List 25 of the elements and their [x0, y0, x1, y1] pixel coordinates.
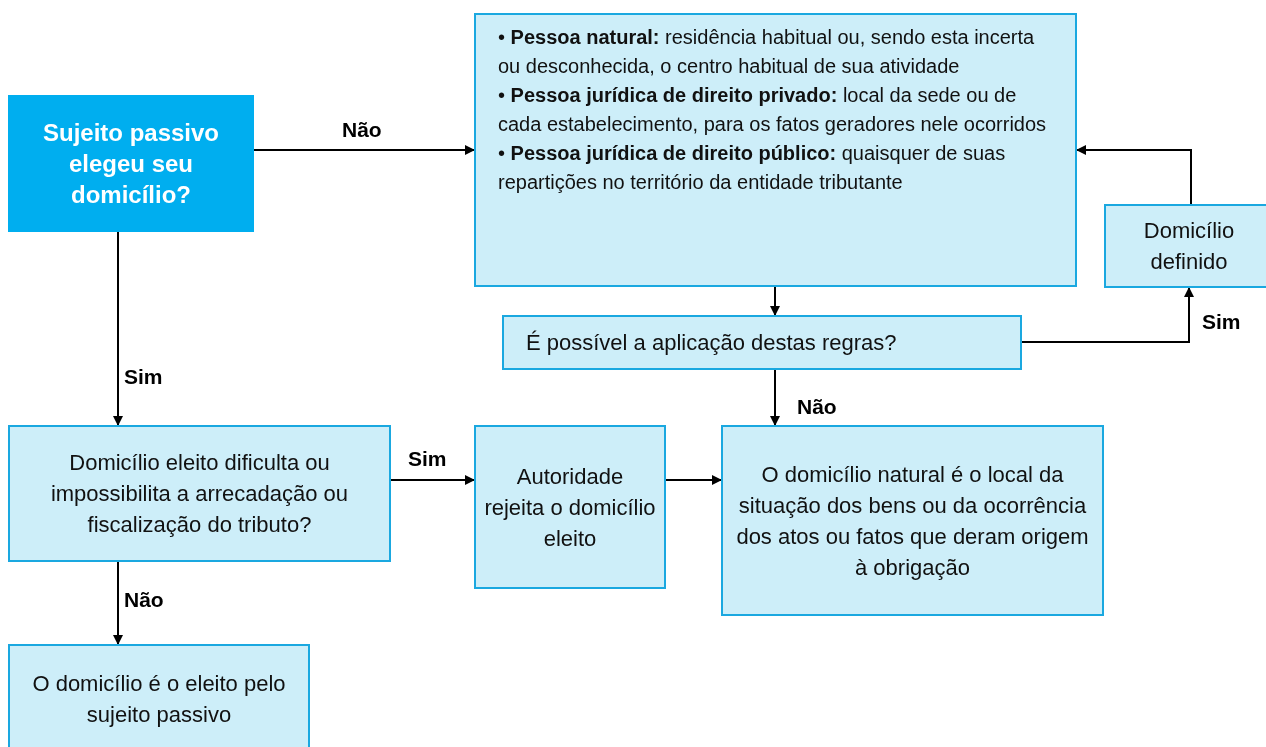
decision-box: [8, 95, 254, 232]
process-box: [721, 425, 1104, 616]
arrow: [665, 475, 722, 485]
rule-text: • Pessoa jurídica de direito público: quaisquer de suas repartições no território da entidade tributante: [498, 141, 1007, 195]
arrow: [253, 145, 475, 155]
process-box: [8, 425, 391, 562]
arrow: [113, 561, 123, 645]
arrow: [113, 231, 123, 426]
arrow: [1076, 145, 1192, 205]
node-text: Domicílio eleito dificulta ou impossibilita a arrecadação ou fiscalização do tributo?: [49, 449, 350, 539]
node-text: O domicílio é o eleito pelo sujeito passivo: [31, 670, 287, 729]
arrow: [390, 475, 475, 485]
arrow: [1021, 287, 1194, 343]
process-box: [474, 425, 666, 589]
process-box: [502, 315, 1022, 370]
arrow: [770, 369, 780, 426]
node-text: Sujeito passivo elegeu seu domicílio?: [41, 118, 221, 210]
rules-box: [474, 13, 1077, 287]
process-box: [8, 644, 310, 747]
arrow: [770, 286, 780, 316]
node-text: É possível a aplicação destas regras?: [526, 329, 897, 357]
node-text: O domicílio natural é o local da situação dos bens ou da ocorrência dos atos ou fatos que deram origem à obrigação: [735, 460, 1090, 582]
node-text: Domicílio definido: [1142, 217, 1236, 276]
node-text: Autoridade rejeita o domicílio eleito: [484, 462, 656, 553]
process-box: [1104, 204, 1266, 288]
